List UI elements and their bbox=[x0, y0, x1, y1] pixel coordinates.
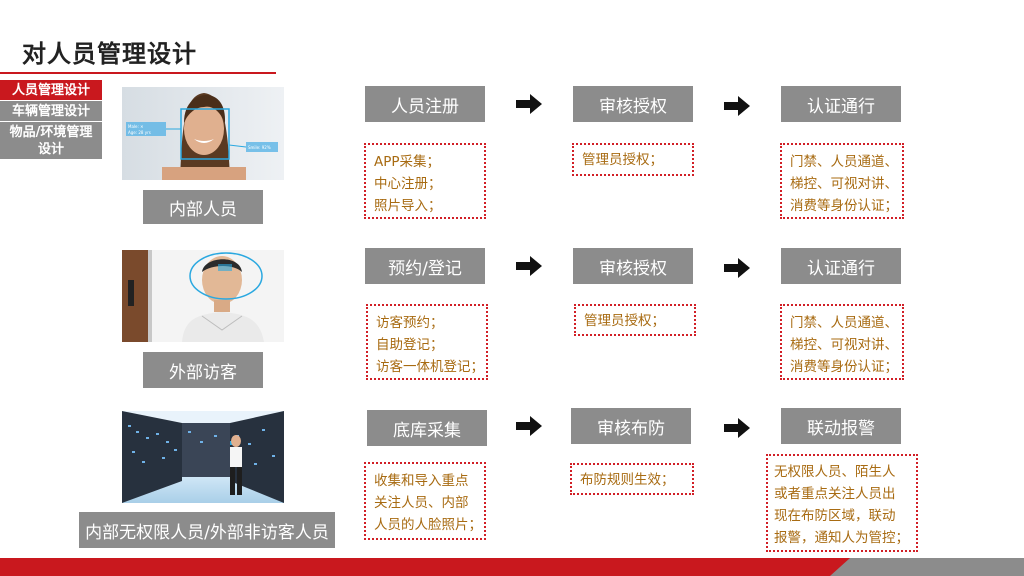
arrow-right-icon bbox=[724, 418, 750, 438]
step-review-authorization: 审核授权 bbox=[573, 248, 693, 284]
sidebar-item-personnel[interactable]: 人员管理设计 bbox=[0, 80, 102, 100]
category-label-visitor: 外部访客 bbox=[143, 352, 263, 388]
category-label-internal-staff: 内部人员 bbox=[143, 190, 263, 224]
step-auth-access: 认证通行 bbox=[781, 248, 901, 284]
sidebar-item-label: 人员管理设计 bbox=[11, 82, 90, 98]
note-line: 访客一体机登记； bbox=[376, 359, 484, 375]
note-line: 报警，通知人为管控； bbox=[774, 530, 909, 546]
note-box: 布防规则生效； bbox=[570, 463, 694, 495]
note-line: 访客预约； bbox=[376, 315, 444, 331]
note-box: 无权限人员、陌生人 或者重点关注人员出 现在布防区域，联动 报警，通知人为管控； bbox=[766, 454, 918, 552]
note-line: 梯控、可视对讲、 bbox=[790, 176, 898, 192]
note-box: 管理员授权； bbox=[572, 143, 694, 176]
category-label-unauthorized: 内部无权限人员/外部非访客人员 bbox=[79, 512, 335, 548]
arrow-right-icon bbox=[724, 258, 750, 278]
note-line: 梯控、可视对讲、 bbox=[790, 337, 898, 353]
face-recognition-man-photo bbox=[122, 250, 284, 342]
server-room-photo bbox=[122, 411, 284, 503]
title-underline bbox=[0, 72, 276, 74]
note-line: 或者重点关注人员出 bbox=[774, 486, 896, 502]
footer-bar bbox=[0, 558, 1024, 576]
note-line: 中心注册； bbox=[374, 176, 442, 192]
step-appointment-registration: 预约/登记 bbox=[365, 248, 485, 284]
face-recognition-woman-photo: Male: ✕ Age: 28 yrs Smile: 92% bbox=[122, 87, 284, 180]
note-line: 布防规则生效； bbox=[580, 472, 675, 488]
step-auth-access: 认证通行 bbox=[781, 86, 901, 122]
face-tag-text: Male: ✕ bbox=[128, 124, 143, 129]
note-line: 人员的人脸照片； bbox=[374, 517, 482, 533]
note-line: 无权限人员、陌生人 bbox=[774, 464, 896, 480]
step-database-collection: 底库采集 bbox=[367, 410, 487, 446]
page-title: 对人员管理设计 bbox=[22, 40, 197, 68]
face-tag-text: Smile: 92% bbox=[248, 145, 271, 150]
arrow-right-icon bbox=[516, 94, 542, 114]
note-box: 访客预约； 自助登记； 访客一体机登记； bbox=[366, 304, 488, 380]
sidebar-item-vehicle[interactable]: 车辆管理设计 bbox=[0, 101, 102, 121]
step-registration: 人员注册 bbox=[365, 86, 485, 122]
note-box: APP采集； 中心注册； 照片导入； bbox=[364, 143, 486, 219]
note-box: 门禁、人员通道、 梯控、可视对讲、 消费等身份认证； bbox=[780, 304, 904, 380]
arrow-right-icon bbox=[516, 256, 542, 276]
note-box: 门禁、人员通道、 梯控、可视对讲、 消费等身份认证； bbox=[780, 143, 904, 219]
note-line: 门禁、人员通道、 bbox=[790, 315, 898, 331]
note-line: 收集和导入重点 bbox=[374, 473, 469, 489]
note-line: 关注人员、内部 bbox=[374, 495, 469, 511]
step-review-deployment: 审核布防 bbox=[571, 408, 691, 444]
note-box: 收集和导入重点 关注人员、内部 人员的人脸照片； bbox=[364, 462, 486, 540]
note-line: 管理员授权； bbox=[584, 313, 665, 329]
note-line: 门禁、人员通道、 bbox=[790, 154, 898, 170]
note-line: 自助登记； bbox=[376, 337, 444, 353]
note-box: 管理员授权； bbox=[574, 304, 696, 336]
arrow-right-icon bbox=[724, 96, 750, 116]
face-tag-text: Age: 28 yrs bbox=[128, 130, 151, 135]
note-line: 消费等身份认证； bbox=[790, 359, 898, 375]
note-line: 现在布防区域，联动 bbox=[774, 508, 896, 524]
note-line: 管理员授权； bbox=[582, 152, 663, 168]
step-linked-alarm: 联动报警 bbox=[781, 408, 901, 444]
note-line: 消费等身份认证； bbox=[790, 198, 898, 214]
note-line: 照片导入； bbox=[374, 198, 442, 214]
sidebar-item-label: 车辆管理设计 bbox=[11, 103, 90, 119]
note-line: APP采集； bbox=[374, 154, 441, 170]
sidebar-item-label: 物品/环境管理设计 bbox=[9, 124, 93, 157]
step-review-authorization: 审核授权 bbox=[573, 86, 693, 122]
arrow-right-icon bbox=[516, 416, 542, 436]
sidebar-item-goods-environment[interactable]: 物品/环境管理设计 bbox=[0, 122, 102, 159]
